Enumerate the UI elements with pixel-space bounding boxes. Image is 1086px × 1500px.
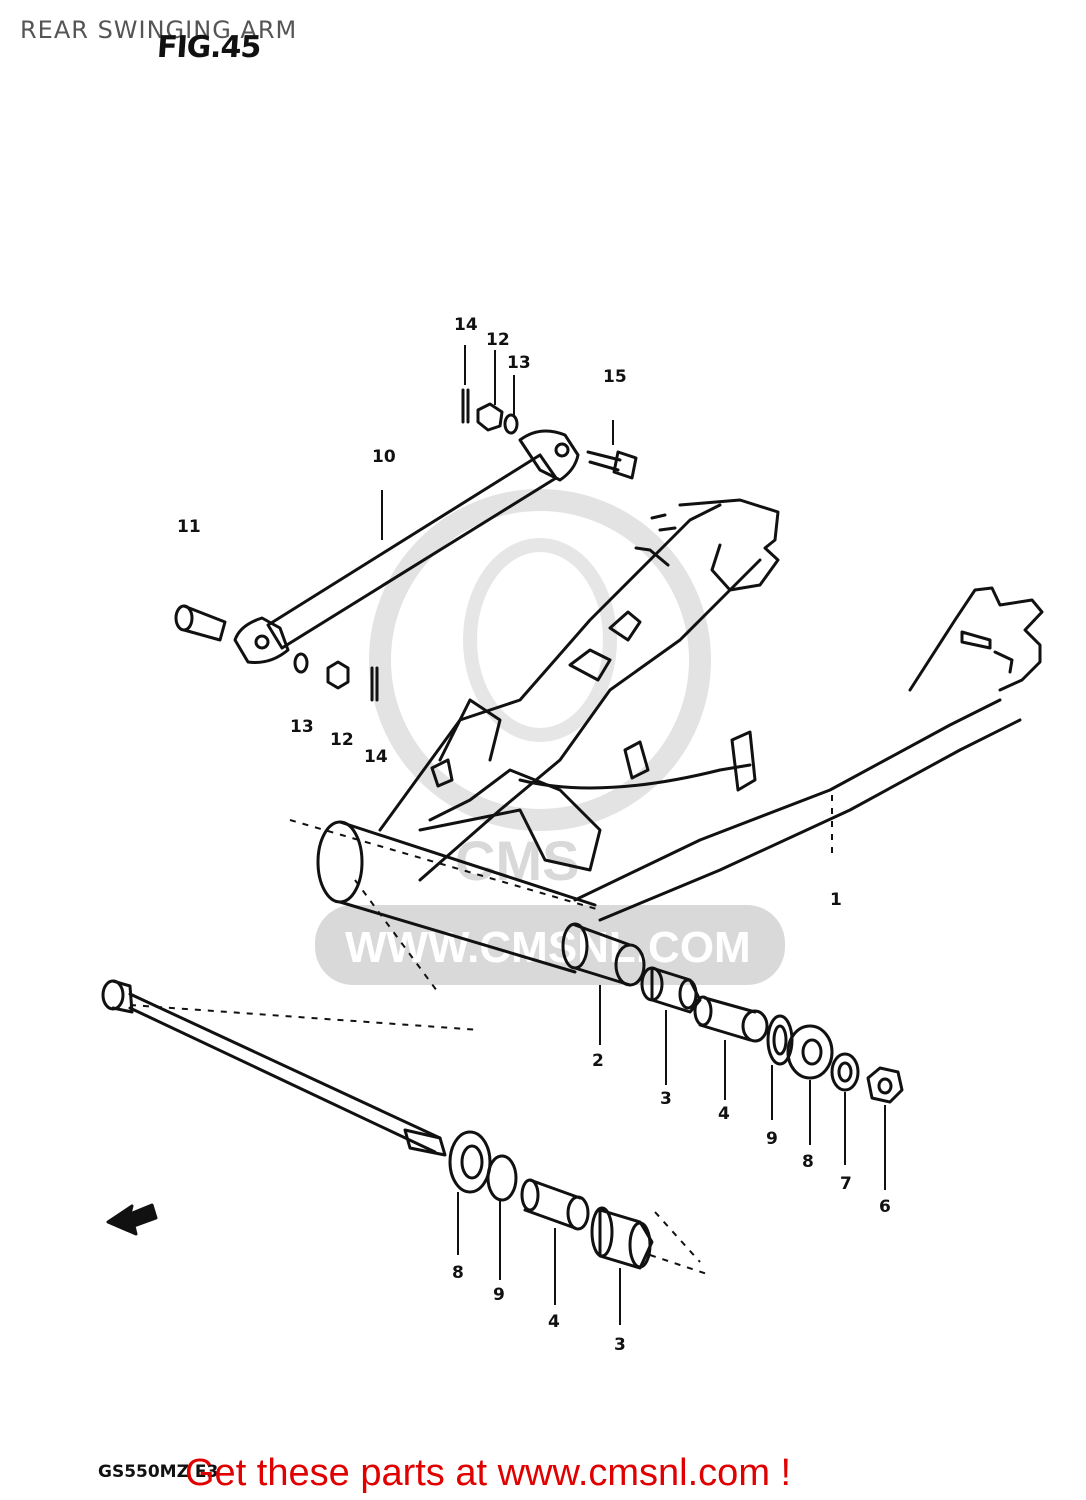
callout-14-bottom: 14 xyxy=(364,747,388,767)
callout-3-right: 3 xyxy=(660,1089,672,1109)
nut-12-bottom xyxy=(326,660,350,690)
cap-8-left xyxy=(448,1130,492,1194)
watermark-brand: CMS xyxy=(455,829,579,892)
callout-8-right: 8 xyxy=(802,1152,814,1172)
forward-arrow-icon xyxy=(106,1203,158,1236)
watermark-logo xyxy=(369,489,711,831)
bearing-3-left xyxy=(590,1206,654,1270)
callout-6: 6 xyxy=(879,1197,891,1217)
callout-2: 2 xyxy=(592,1051,604,1071)
callout-12-top: 12 xyxy=(486,330,510,350)
bolt-14-top xyxy=(461,388,470,424)
pivot-shaft xyxy=(101,979,447,1157)
nut-6 xyxy=(866,1066,904,1104)
washer-13-bottom xyxy=(293,652,309,674)
seal-9-left xyxy=(486,1154,518,1202)
callout-3-left: 3 xyxy=(614,1335,626,1355)
pin-11 xyxy=(174,604,227,642)
callout-4-left: 4 xyxy=(548,1312,560,1332)
swing-arm-1 xyxy=(316,498,1044,974)
callout-12-bottom: 12 xyxy=(330,730,354,750)
leader-lines xyxy=(381,345,886,1325)
callout-13-top: 13 xyxy=(507,353,531,373)
callout-7: 7 xyxy=(840,1174,852,1194)
callout-14-top: 14 xyxy=(454,315,478,335)
torque-rod-10 xyxy=(233,429,580,664)
callout-9-right: 9 xyxy=(766,1129,778,1149)
spacer-4-right xyxy=(693,995,769,1043)
alignment-lines xyxy=(129,795,833,1276)
callout-4-right: 4 xyxy=(718,1104,730,1124)
cap-8-right xyxy=(786,1024,834,1080)
bolt-15 xyxy=(586,450,638,480)
page-title: REAR SWINGING ARM xyxy=(20,16,298,44)
sleeve-2 xyxy=(561,922,646,987)
washer-13-top xyxy=(503,413,519,435)
callout-9-left: 9 xyxy=(493,1285,505,1305)
watermark: CMS WWW.CMSNL.COM xyxy=(315,489,785,985)
nut-12-top xyxy=(476,402,504,432)
watermark-url-band xyxy=(315,905,785,985)
washer-7 xyxy=(830,1052,860,1092)
callout-10: 10 xyxy=(372,447,396,467)
callout-13-bottom: 13 xyxy=(290,717,314,737)
model-code: GS550MZ E3 xyxy=(98,1462,219,1482)
callout-1: 1 xyxy=(830,890,842,910)
callout-15: 15 xyxy=(603,367,627,387)
bolt-14-bottom xyxy=(370,666,379,702)
callout-8-left: 8 xyxy=(452,1263,464,1283)
callout-11: 11 xyxy=(177,517,201,537)
spacer-4-left xyxy=(520,1178,590,1231)
promo-link[interactable]: Get these parts at www.cmsnl.com ! xyxy=(185,1452,792,1494)
